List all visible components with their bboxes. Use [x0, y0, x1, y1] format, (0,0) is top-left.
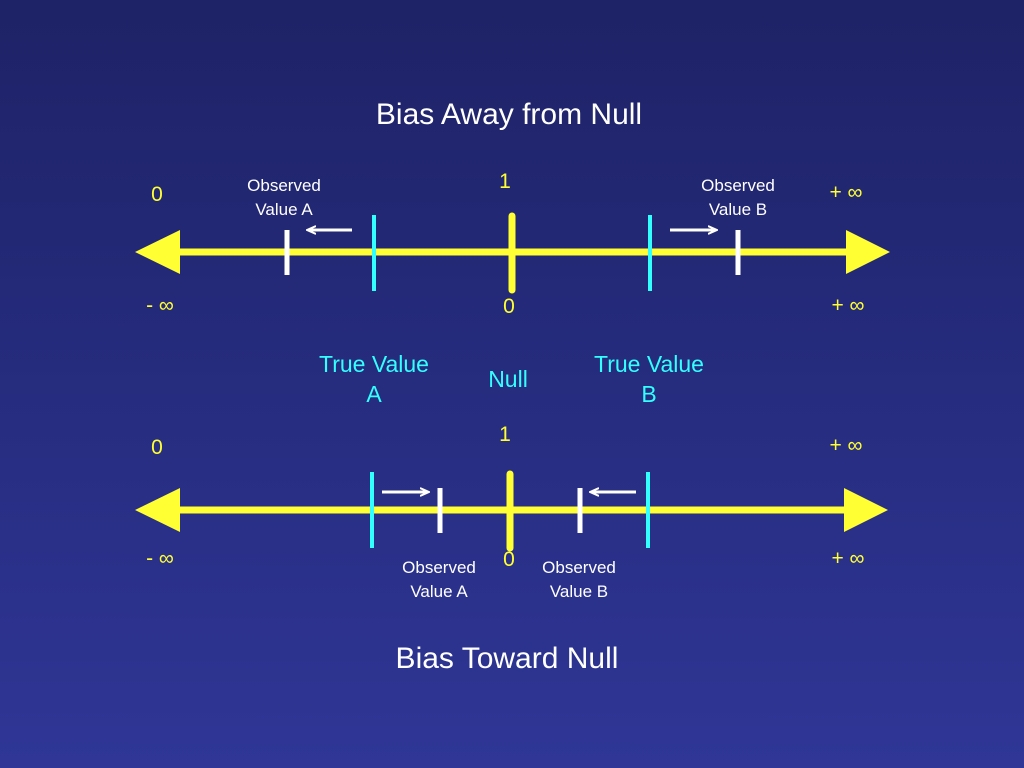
bottom-label-left-bottom: - ∞ — [146, 547, 174, 570]
bottom-title: Bias Toward Null — [395, 642, 619, 675]
bottom-label-center-bottom: 0 — [503, 548, 515, 571]
null-label: Null — [488, 366, 528, 392]
bottom-observed-b-label: Observed Value B — [542, 558, 616, 601]
true-value-b-label: True Value B — [594, 351, 704, 407]
top-observed-b-label: Observed Value B — [701, 176, 775, 219]
bottom-right-arrowhead — [844, 488, 888, 532]
bottom-label-center-top: 1 — [499, 423, 511, 446]
top-left-arrowhead — [135, 230, 180, 274]
bottom-number-line — [135, 470, 888, 552]
bottom-label-right-bottom: + ∞ — [831, 547, 865, 570]
top-label-right-top: + ∞ — [829, 181, 863, 204]
bottom-label-left-top: 0 — [151, 436, 163, 459]
true-value-a-label: True Value A — [319, 351, 429, 407]
top-label-left-top: 0 — [151, 183, 163, 206]
top-label-left-bottom: - ∞ — [146, 294, 174, 317]
top-label-right-bottom: + ∞ — [831, 294, 865, 317]
top-label-center-top: 1 — [499, 170, 511, 193]
bottom-observed-a-label: Observed Value A — [402, 558, 476, 601]
top-title: Bias Away from Null — [375, 98, 643, 131]
top-label-center-bottom: 0 — [503, 295, 515, 318]
top-number-line — [135, 212, 890, 294]
bottom-left-arrowhead — [135, 488, 180, 532]
top-right-arrowhead — [846, 230, 890, 274]
top-observed-a-label: Observed Value A — [247, 176, 321, 219]
bottom-label-right-top: + ∞ — [829, 434, 863, 457]
